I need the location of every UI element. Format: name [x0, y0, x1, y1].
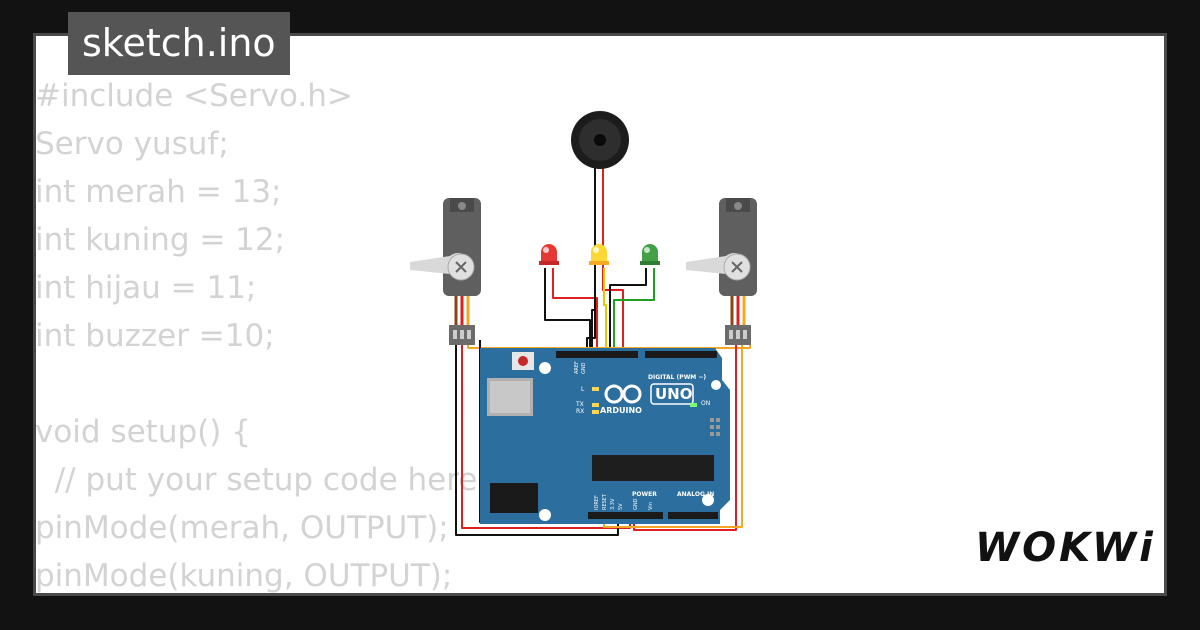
led-yellow[interactable]: [589, 244, 609, 265]
l-label: L: [581, 386, 585, 393]
wokwi-logo: WOKWi: [975, 525, 1156, 571]
led-red[interactable]: [539, 244, 559, 265]
rx-led: [592, 410, 599, 414]
arduino-uno-board[interactable]: [480, 348, 730, 524]
led-green[interactable]: [640, 244, 660, 265]
on-led: [690, 403, 697, 407]
board-brand-label: ARDUINO: [600, 406, 642, 415]
analog-label: ANALOG IN: [677, 491, 714, 498]
analog-header: [668, 512, 718, 519]
servo-right[interactable]: [686, 198, 757, 345]
rx-label: RX: [576, 408, 584, 415]
wire-red-led-cathode: [544, 268, 591, 352]
reset-label: RESET: [602, 493, 608, 510]
on-label: ON: [701, 400, 710, 407]
wire-yellow-led-cathode: [591, 268, 596, 352]
v5-label: 5V: [618, 503, 624, 510]
gnd-top-label: GND: [581, 362, 587, 374]
mounting-hole: [711, 380, 721, 390]
vin-label: Vin: [648, 502, 654, 510]
code-line: void setup() {: [35, 414, 251, 450]
l-led: [592, 387, 599, 391]
ioref-label: IOREF: [594, 495, 600, 510]
code-preview: #include <Servo.h> Servo yusuf; int merah …: [35, 72, 477, 600]
code-line: pinMode(merah, OUTPUT);: [35, 510, 449, 546]
board-model-label: UNO: [655, 385, 693, 403]
tx-label: TX: [575, 401, 584, 408]
atmega-chip: [592, 455, 714, 481]
code-line: int merah = 13;: [35, 174, 282, 210]
file-tab[interactable]: sketch.ino: [68, 12, 290, 75]
code-line: int buzzer =10;: [35, 318, 275, 354]
gnd-label: GND: [633, 498, 639, 510]
code-line: int hijau = 11;: [35, 270, 257, 306]
digital-header-low: [645, 351, 717, 358]
power-label: POWER: [632, 491, 657, 498]
mounting-hole: [539, 509, 551, 521]
power-jack: [490, 483, 538, 513]
tx-led: [592, 403, 599, 407]
wire-green-led-anode: [613, 268, 655, 352]
code-line: int kuning = 12;: [35, 222, 286, 258]
arduino-logo-icon: [604, 384, 642, 404]
power-header: [588, 512, 663, 519]
wire-yellow-led-anode: [603, 268, 607, 352]
code-line: Servo yusuf;: [35, 126, 229, 162]
mounting-hole: [702, 494, 714, 506]
wire-red-led-anode: [552, 268, 598, 352]
wire-left-servo-gnd: [455, 340, 619, 536]
buzzer[interactable]: [571, 111, 629, 169]
mounting-hole: [539, 362, 551, 374]
code-line: #include <Servo.h>: [35, 78, 353, 114]
wire-green-led-cathode: [609, 268, 647, 352]
servo-left[interactable]: [410, 198, 481, 345]
digital-header-high: [556, 351, 638, 358]
code-line: // put your setup code here: [35, 462, 478, 498]
v33-label: 3.3V: [610, 498, 616, 510]
digital-header-label: DIGITAL (PWM ~): [648, 374, 706, 381]
wire-buzzer-signal: [602, 165, 624, 352]
code-line: pinMode(kuning, OUTPUT);: [35, 558, 453, 594]
aref-label: AREF: [574, 361, 580, 374]
